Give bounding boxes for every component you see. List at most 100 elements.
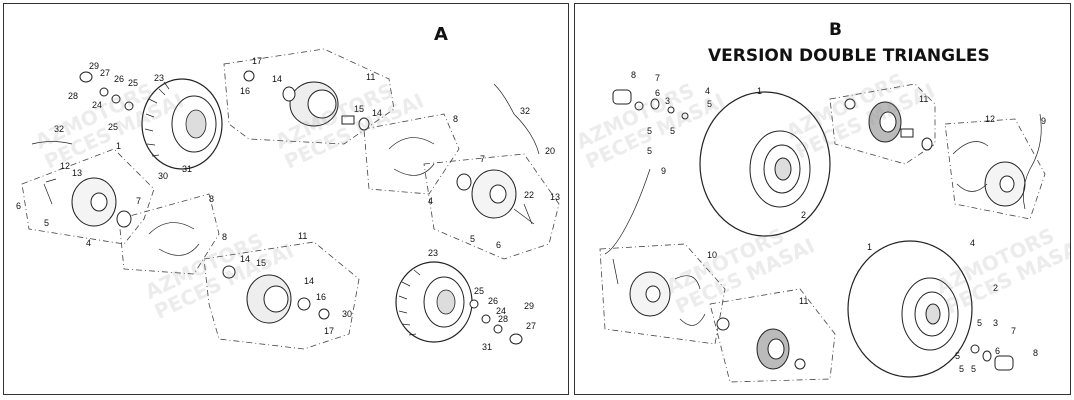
panel-a-callout-21: 14 xyxy=(272,74,282,84)
small-parts-bottom-right xyxy=(469,299,523,345)
panel-b-callout-13: 2 xyxy=(801,210,806,220)
panel-b-callout-5: 5 xyxy=(707,99,712,109)
panel-a-callout-45: 24 xyxy=(496,306,506,316)
brake-cable-9-bottom xyxy=(604,168,651,255)
panel-b-callout-24: 6 xyxy=(995,346,1000,356)
panel-a-callout-31: 13 xyxy=(550,192,560,202)
panel-a-callout-2: 26 xyxy=(114,74,124,84)
tire-bottom-right xyxy=(395,261,473,343)
panel-b-callout-23: 5 xyxy=(955,351,960,361)
group-outline-shoes-left xyxy=(118,193,220,275)
group-outline-shoes-right xyxy=(363,113,460,195)
group-outline-hub-top xyxy=(223,48,395,145)
panel-b-callout-12: 9 xyxy=(1041,116,1046,126)
panel-b-title: B xyxy=(829,20,842,40)
panel-b-callout-27: 5 xyxy=(971,364,976,374)
panel-a-callout-38: 14 xyxy=(304,276,314,286)
panel-a-callout-29: 4 xyxy=(428,196,433,206)
panel-b-callout-14: 9 xyxy=(661,166,666,176)
panel-a-callout-1: 27 xyxy=(100,68,110,78)
panel-b-callout-3: 3 xyxy=(665,96,670,106)
panel-a-callout-20: 16 xyxy=(240,86,250,96)
hub-drum-top xyxy=(243,70,370,131)
panel-b-callout-22: 7 xyxy=(1011,326,1016,336)
brake-shoes-right xyxy=(388,137,435,176)
panel-a-callout-3: 25 xyxy=(128,78,138,88)
panel-a-callout-12: 12 xyxy=(60,161,70,171)
panel-b-callout-8: 5 xyxy=(647,146,652,156)
panel-b-callout-17: 4 xyxy=(970,238,975,248)
panel-a-callout-46: 28 xyxy=(498,314,508,324)
panel-a-callout-18: 8 xyxy=(209,194,214,204)
tire-top-left xyxy=(141,78,223,170)
panel-a-callout-13: 13 xyxy=(72,168,82,178)
panel-a-callout-26: 32 xyxy=(520,106,530,116)
panel-b-callout-15: 10 xyxy=(707,250,717,260)
panel-a-callout-14: 6 xyxy=(16,201,21,211)
panel-b-callout-9: 1 xyxy=(757,86,762,96)
panel-a-callout-48: 27 xyxy=(526,321,536,331)
panel-b-callout-7: 5 xyxy=(670,126,675,136)
tire-bottom-b xyxy=(847,240,973,378)
panel-a-title: A xyxy=(434,24,448,45)
group-outline-brake-right xyxy=(423,153,560,260)
panel-a-callout-9: 31 xyxy=(182,164,192,174)
panel-a-callout-6: 24 xyxy=(92,100,102,110)
small-parts-top-left-b xyxy=(612,89,689,120)
panel-a-callout-25: 8 xyxy=(453,114,458,124)
panel-a-callout-0: 29 xyxy=(89,61,99,71)
panel-a-callout-24: 14 xyxy=(372,108,382,118)
panel-a-callout-36: 15 xyxy=(256,258,266,268)
panel-a-callout-15: 5 xyxy=(44,218,49,228)
panel-a-callout-49: 31 xyxy=(482,342,492,352)
panel-a-callout-27: 20 xyxy=(545,146,555,156)
panel-b-callout-6: 5 xyxy=(647,126,652,136)
panel-a-callout-41: 30 xyxy=(342,309,352,319)
hub-drum-bottom xyxy=(222,265,330,324)
panel-b-subtitle: VERSION DOUBLE TRIANGLES xyxy=(708,46,990,66)
panel-b-callout-18: 2 xyxy=(993,283,998,293)
panel-a-callout-4: 23 xyxy=(154,73,164,83)
small-parts-bottom-right-b xyxy=(970,344,1014,371)
hub-top-b xyxy=(844,98,933,151)
panel-a-callout-39: 16 xyxy=(316,292,326,302)
panel-b-callout-2: 6 xyxy=(655,88,660,98)
panel-a-callout-23: 15 xyxy=(354,104,364,114)
panel-b-callout-21: 3 xyxy=(993,318,998,328)
panel-a-callout-34: 8 xyxy=(222,232,227,242)
panel-a-callout-5: 28 xyxy=(68,91,78,101)
group-outline-hub-bottom xyxy=(203,241,360,350)
panel-a-callout-8: 32 xyxy=(54,124,64,134)
brake-plate-left xyxy=(43,177,132,228)
panel-b-callout-16: 1 xyxy=(867,242,872,252)
panel-a-callout-19: 17 xyxy=(252,56,262,66)
group-outline-hub-bottom-b xyxy=(709,288,836,383)
brake-cable-32 xyxy=(493,83,540,155)
panel-a-callout-47: 29 xyxy=(524,301,534,311)
panel-a-callout-10: 30 xyxy=(158,171,168,181)
hub-bottom-b xyxy=(716,317,806,370)
panel-a-callout-30: 22 xyxy=(524,190,534,200)
panel-a-callout-28: 7 xyxy=(480,154,485,164)
panel-a-callout-11: 1 xyxy=(116,141,121,151)
panel-b-callout-11: 12 xyxy=(985,114,995,124)
brake-cable-9-top xyxy=(1023,113,1042,210)
panel-b-callout-0: 8 xyxy=(631,70,636,80)
panel-a-callout-42: 23 xyxy=(428,248,438,258)
panel-b-callout-1: 7 xyxy=(655,73,660,83)
panel-b-callout-25: 8 xyxy=(1033,348,1038,358)
panel-b-callout-26: 5 xyxy=(959,364,964,374)
panel-a-callout-44: 26 xyxy=(488,296,498,306)
brake-plate-right xyxy=(456,169,535,225)
brake-bottom-b xyxy=(612,258,706,326)
panel-a-callout-33: 6 xyxy=(496,240,501,250)
panel-a-callout-35: 14 xyxy=(240,254,250,264)
panel-a-callout-37: 11 xyxy=(298,231,307,241)
panel-a-callout-16: 7 xyxy=(136,196,141,206)
tire-top-b xyxy=(699,91,831,237)
panel-a-callout-43: 25 xyxy=(474,286,484,296)
